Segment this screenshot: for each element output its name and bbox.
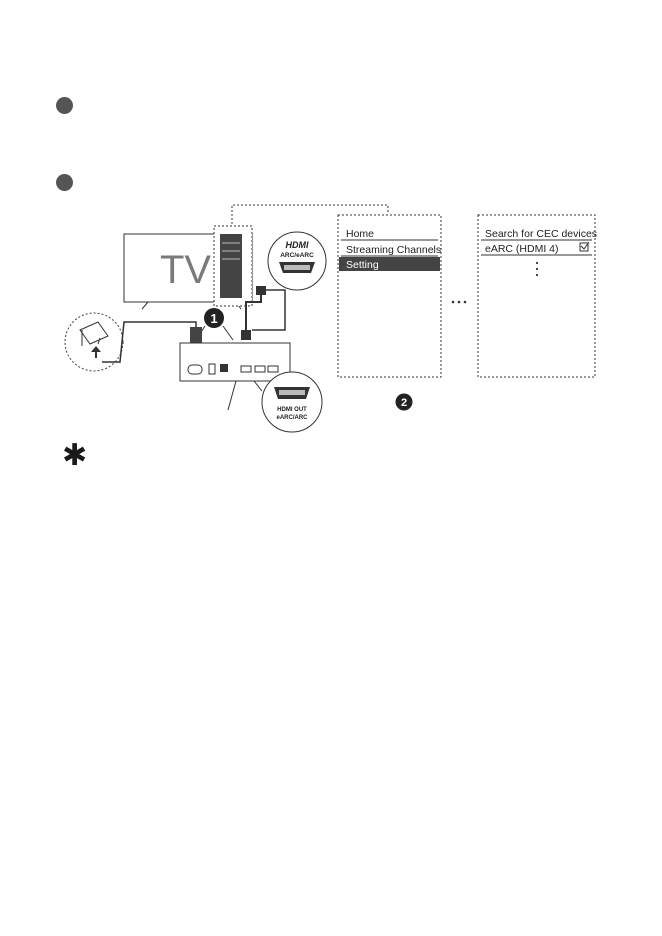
menu-2-item-earc[interactable]: eARC (HDMI 4) [485, 243, 559, 255]
hdmi-bar-callout [262, 372, 322, 432]
hdmi-out-sublabel: eARC/ARC [276, 415, 308, 421]
bar-power-port [188, 365, 202, 374]
step-1-number: 1 [210, 311, 217, 326]
ellipsis-icon [452, 301, 467, 304]
hdmi-logo: HDMI [286, 240, 309, 250]
menu-1-item-setting[interactable]: Setting [346, 259, 379, 271]
tv-foot-left [142, 302, 148, 309]
menu-2-item-search-cec[interactable]: Search for CEC devices [485, 228, 597, 240]
bar-usb-port [209, 364, 215, 374]
soundbar-rear-panel [180, 343, 290, 381]
tv-port-block [220, 234, 242, 298]
power-connector [190, 327, 202, 343]
hdmi-out-label: HDMI OUT [277, 407, 307, 413]
tv-label: TV [160, 248, 211, 292]
hdmi-plug-tv [256, 286, 266, 295]
bar-optical-port [220, 364, 228, 372]
step-1-arrow-right [223, 326, 233, 340]
hdmi-tv-port-label: ARC/eARC [280, 252, 314, 259]
bar-hdmi-out-port [241, 366, 251, 372]
checkbox-checked-icon[interactable] [580, 242, 589, 251]
menu-1-item-home[interactable]: Home [346, 228, 374, 240]
hdmi-plug-bar [241, 330, 251, 340]
menu-1-item-streaming[interactable]: Streaming Channels [346, 244, 441, 256]
step-2-number: 2 [401, 397, 407, 409]
callout-pointer [228, 381, 262, 410]
